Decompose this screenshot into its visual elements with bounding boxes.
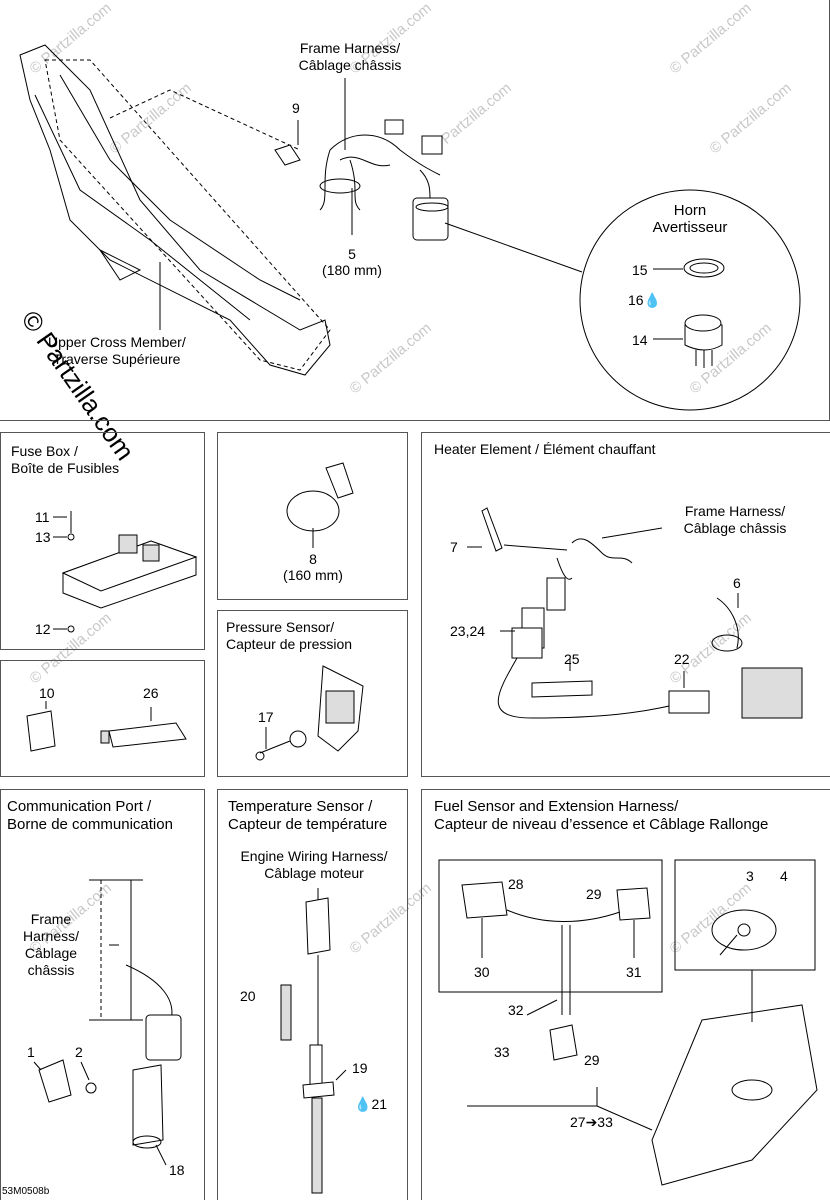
callout-32: 32: [508, 1002, 524, 1018]
callout-2: 2: [75, 1044, 83, 1060]
callout-29-lower: 29: [584, 1052, 600, 1068]
callout-21: 💧21: [354, 1096, 387, 1112]
callout-11: 11: [35, 509, 50, 525]
callout-12: 12: [35, 621, 51, 637]
communication-port-panel: Communication Port / Borne de communicat…: [0, 789, 205, 1200]
callout-25: 25: [564, 651, 580, 667]
frame-harness-label: Frame Harness/ Câblage châssis: [298, 40, 402, 73]
frame-drawing: [19, 44, 801, 411]
misc-parts-panel: 10 26: [0, 660, 205, 777]
temperature-sensor-panel: Temperature Sensor / Capteur de températ…: [217, 789, 408, 1200]
communication-port-drawing: [33, 879, 182, 1166]
callout-28: 28: [508, 876, 524, 892]
callout-5: 5 (180 mm): [322, 246, 382, 278]
fuel-sensor-panel: Fuel Sensor and Extension Harness/ Capte…: [421, 789, 830, 1200]
callout-1: 1: [27, 1044, 35, 1060]
callout-9: 9: [292, 100, 300, 116]
fuel-sensor-drawing: [438, 859, 818, 1186]
horn-title: Horn Avertisseur: [652, 202, 728, 236]
pressure-sensor-drawing: [255, 665, 364, 761]
upper-cross-member-label: Upper Cross Member/ Traverse Supérieure: [48, 334, 186, 367]
main-panel: Frame Harness/ Câblage châssis Upper Cro…: [0, 0, 830, 421]
fuse-box-panel: Fuse Box / Boîte de Fusibles 11 13 12: [0, 432, 205, 650]
callout-23-24: 23,24: [450, 623, 486, 639]
pressure-sensor-title: Pressure Sensor/ Capteur de pression: [226, 619, 353, 652]
clamp-drawing: [286, 462, 354, 548]
callout-29: 29: [586, 886, 602, 902]
fuel-sensor-title: Fuel Sensor and Extension Harness/ Capte…: [434, 798, 769, 833]
callout-10: 10: [39, 685, 55, 701]
callout-6: 6: [733, 575, 741, 591]
comm-frame-harness-label: Frame Harness/ Câblage châssis: [22, 911, 80, 978]
diagram-code: 53M0508b: [2, 1186, 50, 1197]
fuse-box-drawing: [53, 511, 198, 633]
heater-frame-harness-label: Frame Harness/ Câblage châssis: [683, 503, 787, 536]
callout-16-number: 16: [628, 292, 644, 308]
callout-14: 14: [632, 332, 648, 348]
misc-parts-drawing: [26, 701, 187, 752]
callout-13: 13: [35, 529, 51, 545]
drop-icon: 💧: [354, 1096, 372, 1112]
clamp-panel: 8 (160 mm): [217, 432, 408, 600]
callout-18: 18: [169, 1162, 185, 1178]
callout-4: 4: [780, 868, 788, 884]
callout-22: 22: [674, 651, 690, 667]
heater-title: Heater Element / Élément chauffant: [434, 441, 656, 457]
engine-wiring-harness-label: Engine Wiring Harness/ Câblage moteur: [240, 848, 388, 881]
callout-19: 19: [352, 1060, 368, 1076]
callout-20: 20: [240, 988, 256, 1004]
pressure-sensor-panel: Pressure Sensor/ Capteur de pression 17: [217, 610, 408, 777]
drop-icon: 💧: [643, 292, 662, 308]
callout-8: 8 (160 mm): [283, 551, 343, 583]
callout-16: 16💧: [628, 292, 661, 308]
callout-21-number: 21: [371, 1096, 388, 1112]
callout-17: 17: [258, 709, 274, 725]
communication-port-title: Communication Port / Borne de communicat…: [7, 798, 173, 833]
callout-7: 7: [450, 539, 458, 555]
temperature-sensor-title: Temperature Sensor / Capteur de températ…: [228, 798, 388, 833]
temperature-sensor-drawing: [280, 888, 347, 1194]
callout-15: 15: [632, 262, 648, 278]
callout-31: 31: [626, 964, 642, 980]
fuse-box-title: Fuse Box / Boîte de Fusibles: [11, 443, 120, 476]
callout-26: 26: [143, 685, 159, 701]
heater-panel: Heater Element / Élément chauffant Frame…: [421, 432, 830, 777]
callout-30: 30: [474, 964, 490, 980]
heater-drawing: [467, 507, 803, 719]
callout-27-33: 27➔33: [570, 1114, 613, 1130]
callout-3: 3: [746, 868, 754, 884]
callout-33: 33: [494, 1044, 510, 1060]
